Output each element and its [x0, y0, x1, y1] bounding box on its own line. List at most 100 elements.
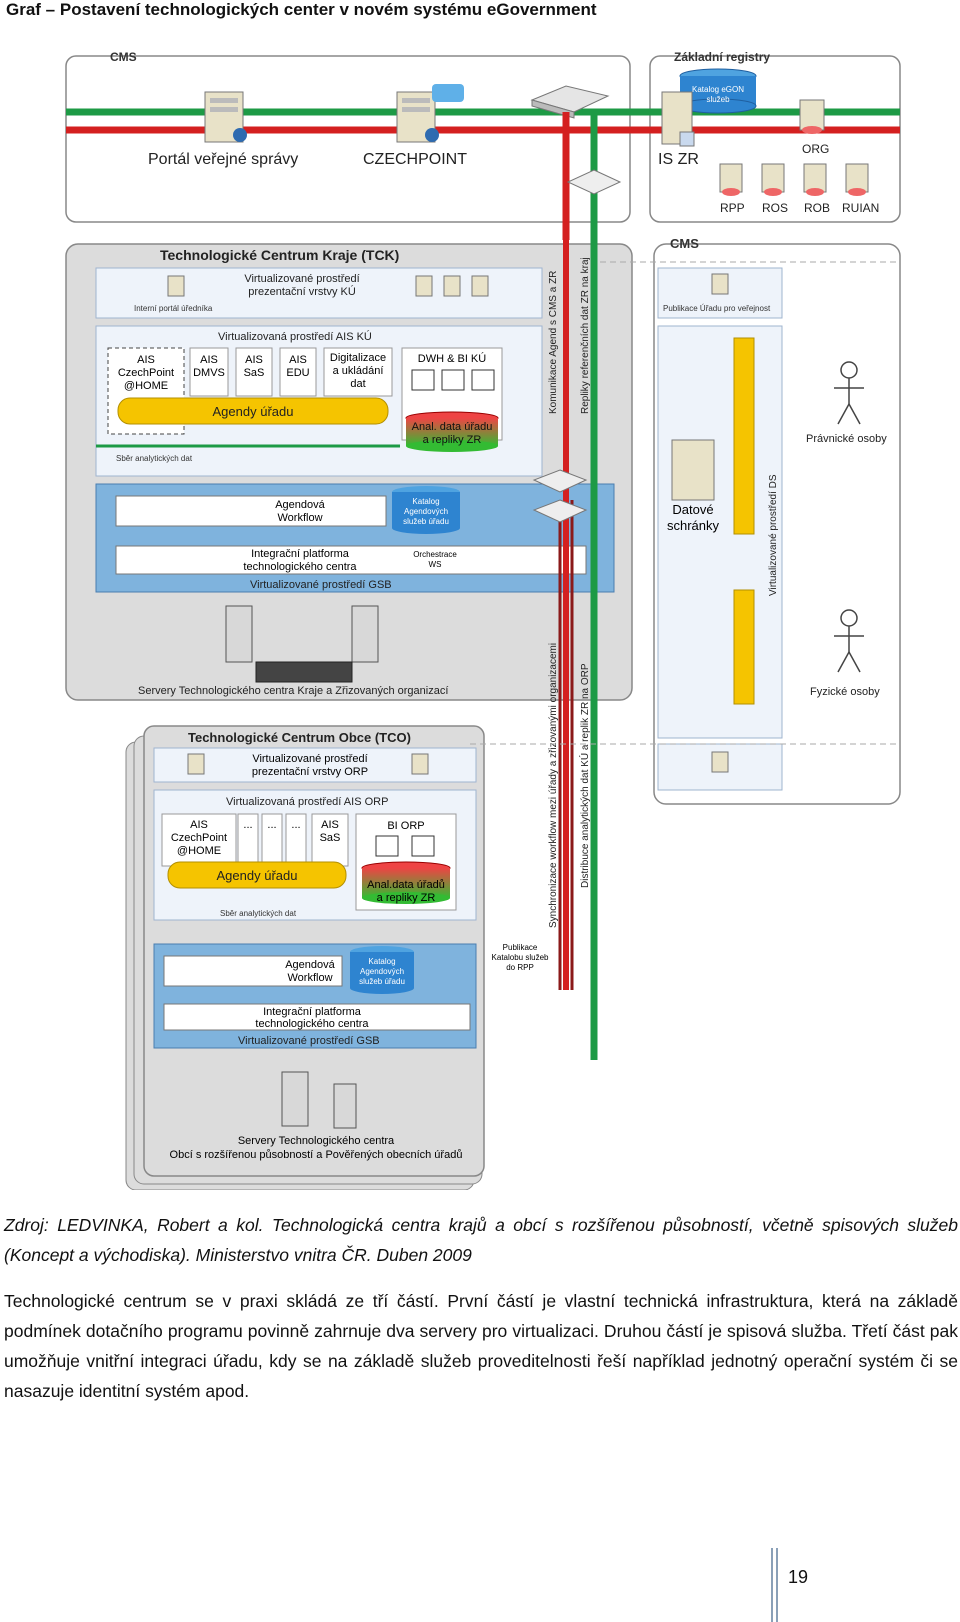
egovernment-diagram: CMS Základní registry Portál veřejné spr…: [65, 50, 901, 1190]
svg-text:...: ...: [291, 819, 300, 831]
registry-rob: ROB: [804, 201, 830, 215]
svg-text:Orchestrace: Orchestrace: [413, 550, 457, 559]
svg-text:WS: WS: [429, 560, 442, 569]
svg-text:prezentační vrstvy KÚ: prezentační vrstvy KÚ: [248, 285, 356, 298]
svg-text:Katalog eGON: Katalog eGON: [692, 85, 744, 94]
tck-servers: Servery Technologického centra Kraje a Z…: [138, 685, 448, 697]
tco-collect: Sběr analytických dat: [220, 909, 297, 918]
ds-storage-stack: [733, 337, 755, 705]
source-caption: Zdroj: LEDVINKA, Robert a kol. Technolog…: [4, 1215, 958, 1265]
cms-right-title: CMS: [670, 236, 699, 251]
iszr-server-icon: [661, 91, 695, 147]
vertical-synchronizace: Synchronizace workflow mezi úřady a zřiz…: [548, 643, 559, 928]
svg-text:a repliky ZR: a repliky ZR: [377, 892, 436, 904]
svg-text:AIS: AIS: [200, 354, 218, 366]
svg-text:schránky: schránky: [667, 518, 720, 533]
svg-text:služeb: služeb: [706, 95, 730, 104]
vertical-distribuce: Distribuce analytických dat KÚ a replik …: [578, 663, 591, 888]
svg-text:a ukládání: a ukládání: [333, 365, 384, 377]
czechpoint-label: CZECHPOINT: [363, 151, 467, 168]
footer-rule: [771, 1548, 778, 1622]
svg-text:Katalog: Katalog: [412, 497, 439, 506]
pravnicke-osoby-icon: [834, 361, 864, 425]
svg-text:DMVS: DMVS: [193, 367, 225, 379]
vertical-repliky: Repliky referenčních dat ZR na kraj: [580, 257, 591, 414]
svg-text:prezentační vrstvy ORP: prezentační vrstvy ORP: [252, 766, 368, 778]
svg-text:...: ...: [267, 819, 276, 831]
svg-text:Katalog: Katalog: [368, 957, 395, 966]
svg-text:BI ORP: BI ORP: [387, 820, 424, 832]
svg-text:Agendových: Agendových: [360, 967, 404, 976]
svg-text:Datové: Datové: [672, 502, 713, 517]
tck-title: Technologické Centrum Kraje (TCK): [160, 247, 399, 263]
tco-title: Technologické Centrum Obce (TCO): [188, 730, 411, 745]
svg-text:technologického centra: technologického centra: [243, 561, 357, 573]
svg-text:Agendová: Agendová: [285, 959, 335, 971]
svg-text:...: ...: [243, 819, 252, 831]
fyzicke-osoby-icon: [834, 609, 864, 673]
svg-text:AIS: AIS: [245, 354, 263, 366]
cms-virt-ds: Virtualizované prostředí DS: [768, 474, 779, 596]
svg-text:AIS: AIS: [190, 819, 208, 831]
svg-text:AIS: AIS: [137, 354, 155, 366]
fyzicke-label: Fyzické osoby: [810, 686, 880, 698]
svg-text:SaS: SaS: [320, 832, 341, 844]
cms-publish: Publikace Úřadu pro veřejnost: [663, 304, 771, 313]
svg-text:Virtualizované prostředí: Virtualizované prostředí: [252, 753, 367, 765]
org-server-icon: [799, 99, 825, 134]
tck-gsb: Virtualizované prostředí GSB: [250, 579, 392, 591]
svg-text:technologického centra: technologického centra: [255, 1018, 369, 1030]
iszr-label: IS ZR: [658, 151, 699, 168]
svg-text:CzechPoint: CzechPoint: [118, 367, 174, 379]
svg-text:Integrační platforma: Integrační platforma: [263, 1006, 362, 1018]
tck-internal-portal: Interní portál úředníka: [134, 304, 213, 313]
figure-heading: Graf – Postavení technologických center …: [6, 0, 597, 19]
svg-text:AIS: AIS: [321, 819, 339, 831]
svg-text:služeb úřadu: služeb úřadu: [403, 517, 449, 526]
registry-servers-icon: [719, 163, 869, 196]
portal-label: Portál veřejné správy: [148, 151, 298, 168]
egon-catalog-icon: Katalog eGON služeb: [679, 68, 757, 114]
svg-text:@HOME: @HOME: [124, 380, 168, 392]
svg-text:Anal. data úřadu: Anal. data úřadu: [412, 421, 493, 433]
tco-servers-icon: [281, 1071, 357, 1129]
cms-top-label: CMS: [110, 50, 137, 64]
svg-text:Virtualizované prostředí: Virtualizované prostředí: [244, 273, 359, 285]
registry-label: Základní registry: [674, 50, 770, 64]
registry-ros: ROS: [762, 201, 788, 215]
portal-server-icon: [204, 91, 247, 143]
tco-gsb: Virtualizované prostředí GSB: [238, 1035, 380, 1047]
svg-text:služeb úřadu: služeb úřadu: [359, 977, 405, 986]
vertical-komunikace: Komunikace Agend s CMS a ZR: [548, 271, 559, 414]
svg-text:CzechPoint: CzechPoint: [171, 832, 227, 844]
svg-text:a repliky ZR: a repliky ZR: [423, 434, 482, 446]
svg-text:Publikace: Publikace: [503, 943, 538, 952]
svg-text:do RPP: do RPP: [506, 963, 534, 972]
svg-text:Agendových: Agendových: [404, 507, 448, 516]
svg-text:AIS: AIS: [289, 354, 307, 366]
svg-text:dat: dat: [350, 378, 365, 390]
svg-text:@HOME: @HOME: [177, 845, 221, 857]
tco-agenda: Agendy úřadu: [217, 868, 298, 883]
svg-text:Workflow: Workflow: [287, 972, 332, 984]
pravnicke-label: Právnické osoby: [806, 433, 887, 445]
svg-text:Workflow: Workflow: [277, 512, 322, 524]
tck-servers-icon: [225, 605, 379, 683]
svg-text:Integrační platforma: Integrační platforma: [251, 548, 350, 560]
tck-collect: Sběr analytických dat: [116, 454, 193, 463]
svg-text:Anal.data úřadů: Anal.data úřadů: [367, 879, 445, 891]
svg-text:Katalobu služeb: Katalobu služeb: [492, 953, 549, 962]
registry-rpp: RPP: [720, 201, 745, 215]
tco-virt-ais: Virtualizovaná prostředí AIS ORP: [226, 796, 388, 808]
tck-virt-ais: Virtualizovaná prostředí AIS KÚ: [218, 330, 372, 343]
svg-text:SaS: SaS: [244, 367, 265, 379]
svg-text:DWH & BI KÚ: DWH & BI KÚ: [418, 352, 487, 365]
page-number: 19: [788, 1567, 809, 1587]
org-label: ORG: [802, 142, 829, 156]
cms-top-box: [65, 55, 631, 223]
registry-ruian: RUIAN: [842, 201, 879, 215]
czechpoint-server-icon: [396, 84, 464, 143]
svg-text:Obcí s rozšířenou působností a: Obcí s rozšířenou působností a Pověřenýc…: [170, 1149, 463, 1161]
svg-text:Digitalizace: Digitalizace: [330, 352, 386, 364]
tck-agenda: Agendy úřadu: [213, 404, 294, 419]
